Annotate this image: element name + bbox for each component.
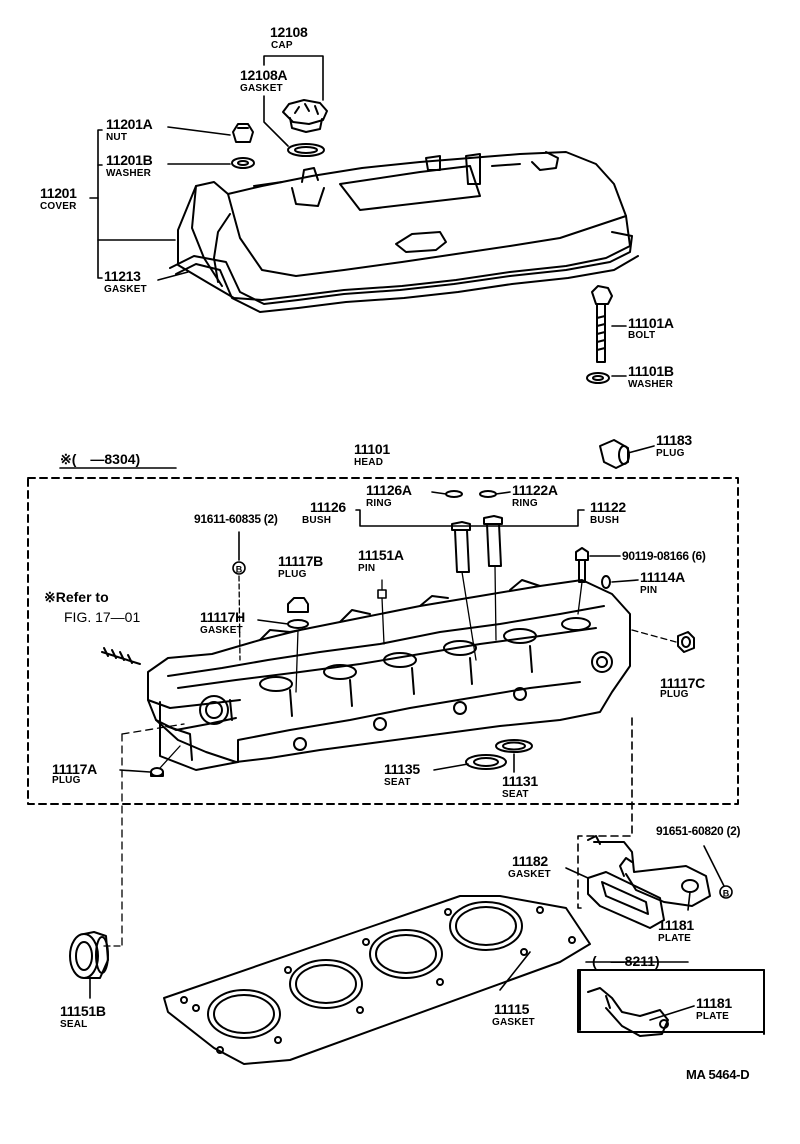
ring-11126a-drawing: [445, 490, 463, 498]
part-name-ring-11126a: RING: [366, 498, 392, 509]
part-number-gasket-11182: 11182: [512, 853, 548, 869]
part-number-plate-11181: 11181: [658, 917, 694, 933]
part-name-seal-11151b: SEAL: [60, 1019, 88, 1030]
part-name-plug-11117a: PLUG: [52, 775, 81, 786]
bolt-symbol-b-2: B: [723, 889, 730, 899]
part-name-cover-gasket: GASKET: [104, 284, 147, 295]
part-number-cover-gasket: 11213: [104, 268, 141, 284]
part-number-bolt-90119: 90119-08166 (6): [622, 549, 706, 563]
bolt-90119-drawing: [575, 547, 589, 583]
part-name-gasket-11182: GASKET: [508, 869, 551, 880]
part-number-seat-11131: 11131: [502, 773, 538, 789]
part-name-plate-11181: PLATE: [658, 933, 692, 944]
bush-drawings: [451, 515, 503, 573]
plug-11117c-drawing: [677, 631, 695, 653]
refer-note-line1: ※Refer to: [44, 589, 109, 605]
part-name-bush-11126: BUSH: [302, 515, 332, 526]
part-number-washer-cover: 11201B: [106, 152, 153, 168]
part-number-washer-bolt: 11101B: [628, 363, 674, 379]
pin-11114a-drawing: [601, 575, 611, 589]
plug-11117b-drawing: [287, 597, 309, 629]
washer-11101b-drawing: [586, 372, 610, 384]
part-number-cap: 12108: [270, 24, 308, 40]
head-group-box: [27, 477, 739, 805]
part-number-head-gasket: 11115: [494, 1001, 530, 1017]
part-number-bush-11126: 11126: [310, 499, 346, 515]
nut-drawing: [232, 123, 254, 143]
date-range-plate: ( —8211): [592, 953, 660, 969]
plug-11117a-drawing: [150, 767, 164, 777]
pin-11151a-drawing: [377, 589, 387, 599]
part-name-washer-bolt: WASHER: [628, 379, 674, 390]
part-name-plate-11181-alt: PLATE: [696, 1011, 730, 1022]
part-name-cap: CAP: [271, 40, 293, 51]
part-number-ring-11126a: 11126A: [366, 482, 412, 498]
part-number-head: 11101: [354, 441, 390, 457]
stud-drawing: [101, 647, 141, 665]
cap-gasket-drawing: [287, 143, 325, 157]
part-number-bolt: 11101A: [628, 315, 674, 331]
cover-gasket-drawing: [169, 231, 639, 313]
part-number-plug-11117a: 11117A: [52, 761, 97, 777]
part-number-seal-11151b: 11151B: [60, 1003, 106, 1019]
part-name-head-gasket: GASKET: [492, 1017, 535, 1028]
refer-note-line2: FIG. 17—01: [64, 609, 141, 625]
ring-11122a-drawing: [479, 490, 497, 498]
washer-drawing: [231, 157, 255, 169]
head-gasket-drawing: [163, 895, 591, 1065]
bolt-11101a-drawing: [591, 285, 613, 363]
part-number-cap-gasket: 12108A: [240, 67, 288, 83]
part-number-plate-11181-alt: 11181: [696, 995, 732, 1011]
part-name-cover: COVER: [40, 201, 77, 212]
plug-11183-drawing: [599, 439, 630, 469]
part-number-plug-11117c: 11117C: [660, 675, 705, 691]
part-name-washer-cover: WASHER: [106, 168, 152, 179]
part-name-cap-gasket: GASKET: [240, 83, 283, 94]
part-name-plug-11117b: PLUG: [278, 569, 307, 580]
oil-cap-drawing: [282, 99, 328, 133]
part-number-bolt-91651: 91651-60820 (2): [656, 824, 741, 838]
seat-11135-drawing: [465, 754, 507, 770]
part-name-gasket-11117h: GASKET: [200, 625, 243, 636]
part-number-ring-11122a: 11122A: [512, 482, 558, 498]
part-number-bolt-91611: 91611-60835 (2): [194, 512, 278, 526]
part-number-plug-11117b: 11117B: [278, 553, 323, 569]
part-name-bolt: BOLT: [628, 330, 656, 341]
part-number-nut: 11201A: [106, 116, 153, 132]
seal-11151b-drawing: [69, 931, 109, 979]
part-name-seat-11135: SEAT: [384, 777, 411, 788]
part-name-nut: NUT: [106, 132, 128, 143]
part-name-plug-11117c: PLUG: [660, 689, 689, 700]
part-name-plug-11183: PLUG: [656, 448, 685, 459]
part-name-bush-11122: BUSH: [590, 515, 620, 526]
part-name-ring-11122a: RING: [512, 498, 538, 509]
part-name-pin-11114a: PIN: [640, 585, 658, 596]
part-number-pin-11151a: 11151A: [358, 547, 404, 563]
part-number-cover: 11201: [40, 185, 77, 201]
part-number-gasket-11117h: 11117H: [200, 609, 245, 625]
date-range-head: ※( —8304): [60, 451, 141, 467]
part-number-plug-11183: 11183: [656, 432, 692, 448]
plate-11181-alt-drawing: [587, 987, 669, 1037]
part-name-head: HEAD: [354, 457, 384, 468]
part-name-pin-11151a: PIN: [358, 563, 376, 574]
bolt-symbol-b: B: [236, 565, 243, 575]
part-number-pin-11114a: 11114A: [640, 569, 685, 585]
part-number-seat-11135: 11135: [384, 761, 420, 777]
valve-cover-drawing: [177, 151, 631, 301]
seat-11131-drawing: [495, 739, 533, 753]
figure-code: MA 5464-D: [686, 1067, 750, 1082]
cylinder-head-drawing: [147, 579, 631, 771]
part-number-bush-11122: 11122: [590, 499, 626, 515]
part-name-seat-11131: SEAT: [502, 789, 529, 800]
gasket-11182-drawing: [587, 871, 665, 929]
